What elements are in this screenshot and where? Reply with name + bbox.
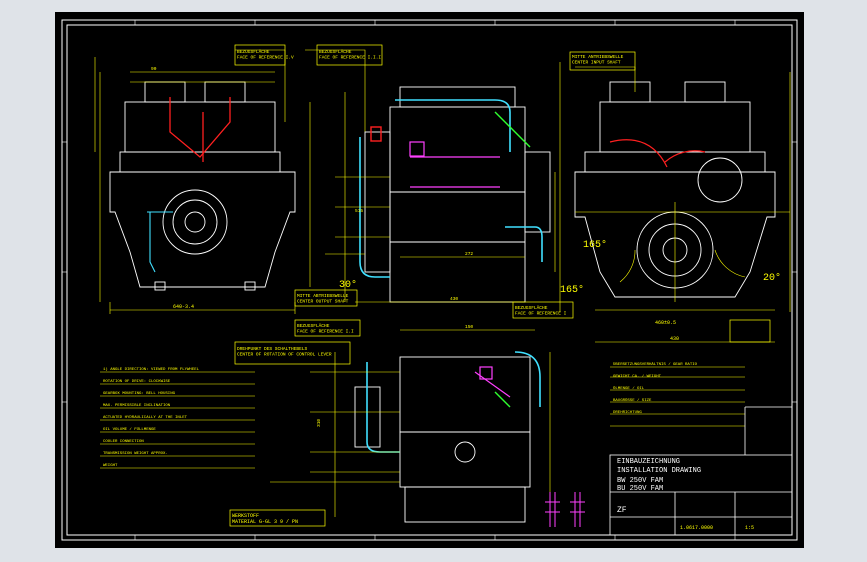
dim-310: 310 — [316, 419, 322, 427]
connection-detail — [545, 492, 585, 527]
sheet-frame — [61, 19, 798, 541]
output-shaft-label-line-2: CENTER OUTPUT SHAFT — [297, 299, 349, 305]
dim-640: 640-3.4 — [173, 304, 194, 310]
note-left-1: 1) ANGLE DIRECTION: VIEWED FROM FLYWHEEL — [103, 367, 200, 372]
face-ref-2-label-line-2: FACE OF REFERENCE I.I — [297, 329, 354, 335]
dim-430b: 430 — [450, 296, 458, 302]
note-right-3: ÖLMENGE / OIL — [613, 386, 645, 391]
material-label-line-2: MATERIAL G-GL 3 9 / PN — [232, 519, 298, 525]
top-view-bottom — [229, 329, 585, 527]
face-ref-1-label-line-1: BEZUGSFLÄCHE — [515, 304, 548, 311]
note-left-6: OIL VOLUME / FÜLLMENGE — [103, 427, 156, 432]
dim-90: 90 — [151, 66, 157, 72]
control-lever-label-line-1: DREHPUNKT DES SCHALTHEBELS — [237, 346, 308, 352]
drawing-number: 1.0617.0000 — [680, 525, 713, 531]
frame-ticks — [62, 20, 797, 540]
input-shaft-label-line-1: MITTE ANTRIEBSWELLE — [572, 54, 624, 60]
note-right-2: GEWICHT CA. / WEIGHT — [613, 374, 662, 379]
dim-272: 272 — [465, 251, 473, 257]
dim-150: 150 — [465, 324, 473, 330]
company: ZF — [617, 506, 627, 515]
dim-30: 30° — [339, 279, 357, 291]
dim-165-left: 165° — [560, 284, 584, 296]
note-right-5: DREHRICHTUNG — [613, 411, 642, 415]
scale: 1:5 — [745, 525, 754, 531]
title-en: INSTALLATION DRAWING — [617, 467, 701, 475]
face-ref-2-label-line-1: BEZUGSFLÄCHE — [297, 322, 330, 329]
note-right-4: BAUGRÖSSE / SIZE — [613, 398, 652, 403]
note-left-7: COOLER CONNECTION — [103, 440, 144, 444]
rear-view-right — [559, 51, 791, 343]
face-ref-1-label-line-2: FACE OF REFERENCE I — [515, 311, 567, 317]
face-ref-4-label-line-1: BEZUGSFLÄCHE — [237, 48, 270, 55]
dim-1655: 165° — [583, 239, 607, 251]
note-left-8: TRANSMISSION WEIGHT APPROX. — [103, 452, 168, 456]
model-1: BW 250V FAM — [617, 477, 663, 485]
control-lever-label-line-2: CENTER OF ROTATION OF CONTROL LEVER — [237, 352, 332, 358]
note-left-5: ACTUATED HYDRAULICALLY AT THE INLET — [103, 416, 188, 420]
dim-515: 515 — [355, 208, 363, 214]
dim-460: 460±0.5 — [655, 320, 676, 326]
output-shaft-label-line-1: MITTE ABTRIEBSWELLE — [297, 293, 349, 299]
note-left-4: MAX. PERMISSIBLE INCLINATION — [103, 404, 171, 408]
note-left-9: WEIGHT — [103, 464, 118, 468]
notes-left-lines — [100, 371, 255, 469]
face-ref-4-label-line-2: FACE OF REFERENCE I.V — [237, 55, 294, 61]
title-block — [609, 406, 793, 536]
material-label-line-1: WERKSTOFF — [232, 513, 259, 519]
title-de: EINBAUZEICHNUNG — [617, 458, 680, 466]
notes-right-lines — [610, 366, 745, 427]
note-right-1: ÜBERSETZUNGSVERHÄLTNIS / GEAR RATIO — [613, 362, 698, 367]
note-left-3: GEARBOX MOUNTING: BELL HOUSING — [103, 392, 176, 396]
face-ref-3-label-line-1: BEZUGSFLÄCHE — [319, 48, 352, 55]
dim-20: 20° — [763, 272, 781, 284]
face-ref-3-label-line-2: FACE OF REFERENCE I.I.I — [319, 55, 381, 61]
front-view-left — [94, 44, 383, 314]
input-shaft-label-line-2: CENTER INPUT SHAFT — [572, 60, 621, 66]
model-2: BU 250V FAM — [617, 485, 663, 493]
dim-430: 430 — [670, 336, 679, 342]
note-left-2: ROTATION OF DRIVE: CLOCKWISE — [103, 380, 171, 384]
side-view-middle — [294, 86, 574, 337]
